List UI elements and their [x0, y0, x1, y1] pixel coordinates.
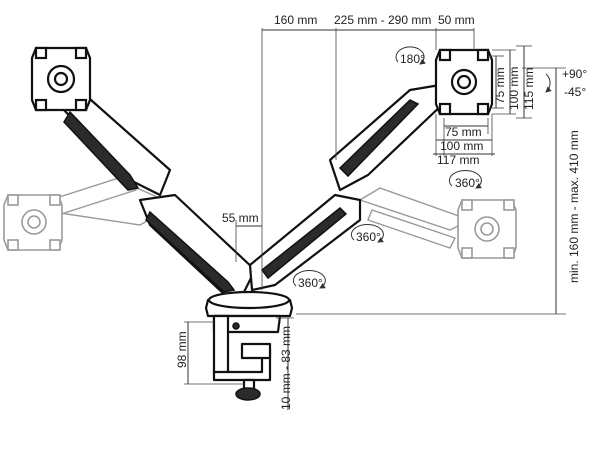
- ghost-left-vesa-plate-icon: [3, 194, 63, 251]
- dim-clamp-range-label: 10 mm - 83 mm: [279, 326, 293, 410]
- rotation-360-right-arrow-icon: 360°: [448, 170, 482, 190]
- dim-vesa100-h-label: 100 mm: [440, 139, 483, 153]
- ghost-right-position: [358, 187, 517, 259]
- tilt-up-label: +90°: [562, 67, 587, 81]
- ghost-right-vesa-plate-icon: [457, 199, 517, 259]
- dim-117mm-label: 117 mm: [437, 153, 479, 167]
- rotation-360-mid-arrow-icon: 360°: [350, 224, 384, 244]
- rotation-360-mid-label: 360°: [356, 230, 381, 244]
- ghost-left-position: [3, 174, 177, 251]
- tilt-down-label: -45°: [564, 85, 586, 99]
- dim-vesa75-v-label: 75 mm: [493, 67, 507, 104]
- dim-vesa75-h-label: 75 mm: [445, 125, 482, 139]
- rotation-180-label: 180°: [400, 52, 425, 66]
- right-gas-spring-arm-icon: [248, 83, 447, 292]
- dim-vesa100-v-label: 100 mm: [507, 67, 521, 110]
- dim-160mm-label: 160 mm: [274, 13, 317, 27]
- left-gas-spring-arm-icon: [62, 90, 257, 302]
- rotation-180-arrow-icon: 180°: [395, 46, 426, 66]
- rotation-360-right-label: 360°: [455, 176, 480, 190]
- right-vesa-plate-icon: [434, 48, 494, 116]
- rotation-360-base-label: 360°: [298, 276, 323, 290]
- dim-115mm-label: 115 mm: [522, 68, 536, 110]
- dim-225-290mm-label: 225 mm - 290 mm: [334, 13, 431, 27]
- base-clamp-icon: [204, 290, 294, 401]
- rotation-360-base-arrow-icon: 360°: [292, 270, 326, 290]
- left-vesa-plate-icon: [30, 46, 92, 112]
- dim-98mm-label: 98 mm: [175, 331, 189, 368]
- dim-55mm-label: 55 mm: [222, 211, 259, 225]
- dim-height-range-label: min. 160 mm - max. 410 mm: [567, 130, 581, 283]
- dim-50mm-label: 50 mm: [438, 13, 475, 27]
